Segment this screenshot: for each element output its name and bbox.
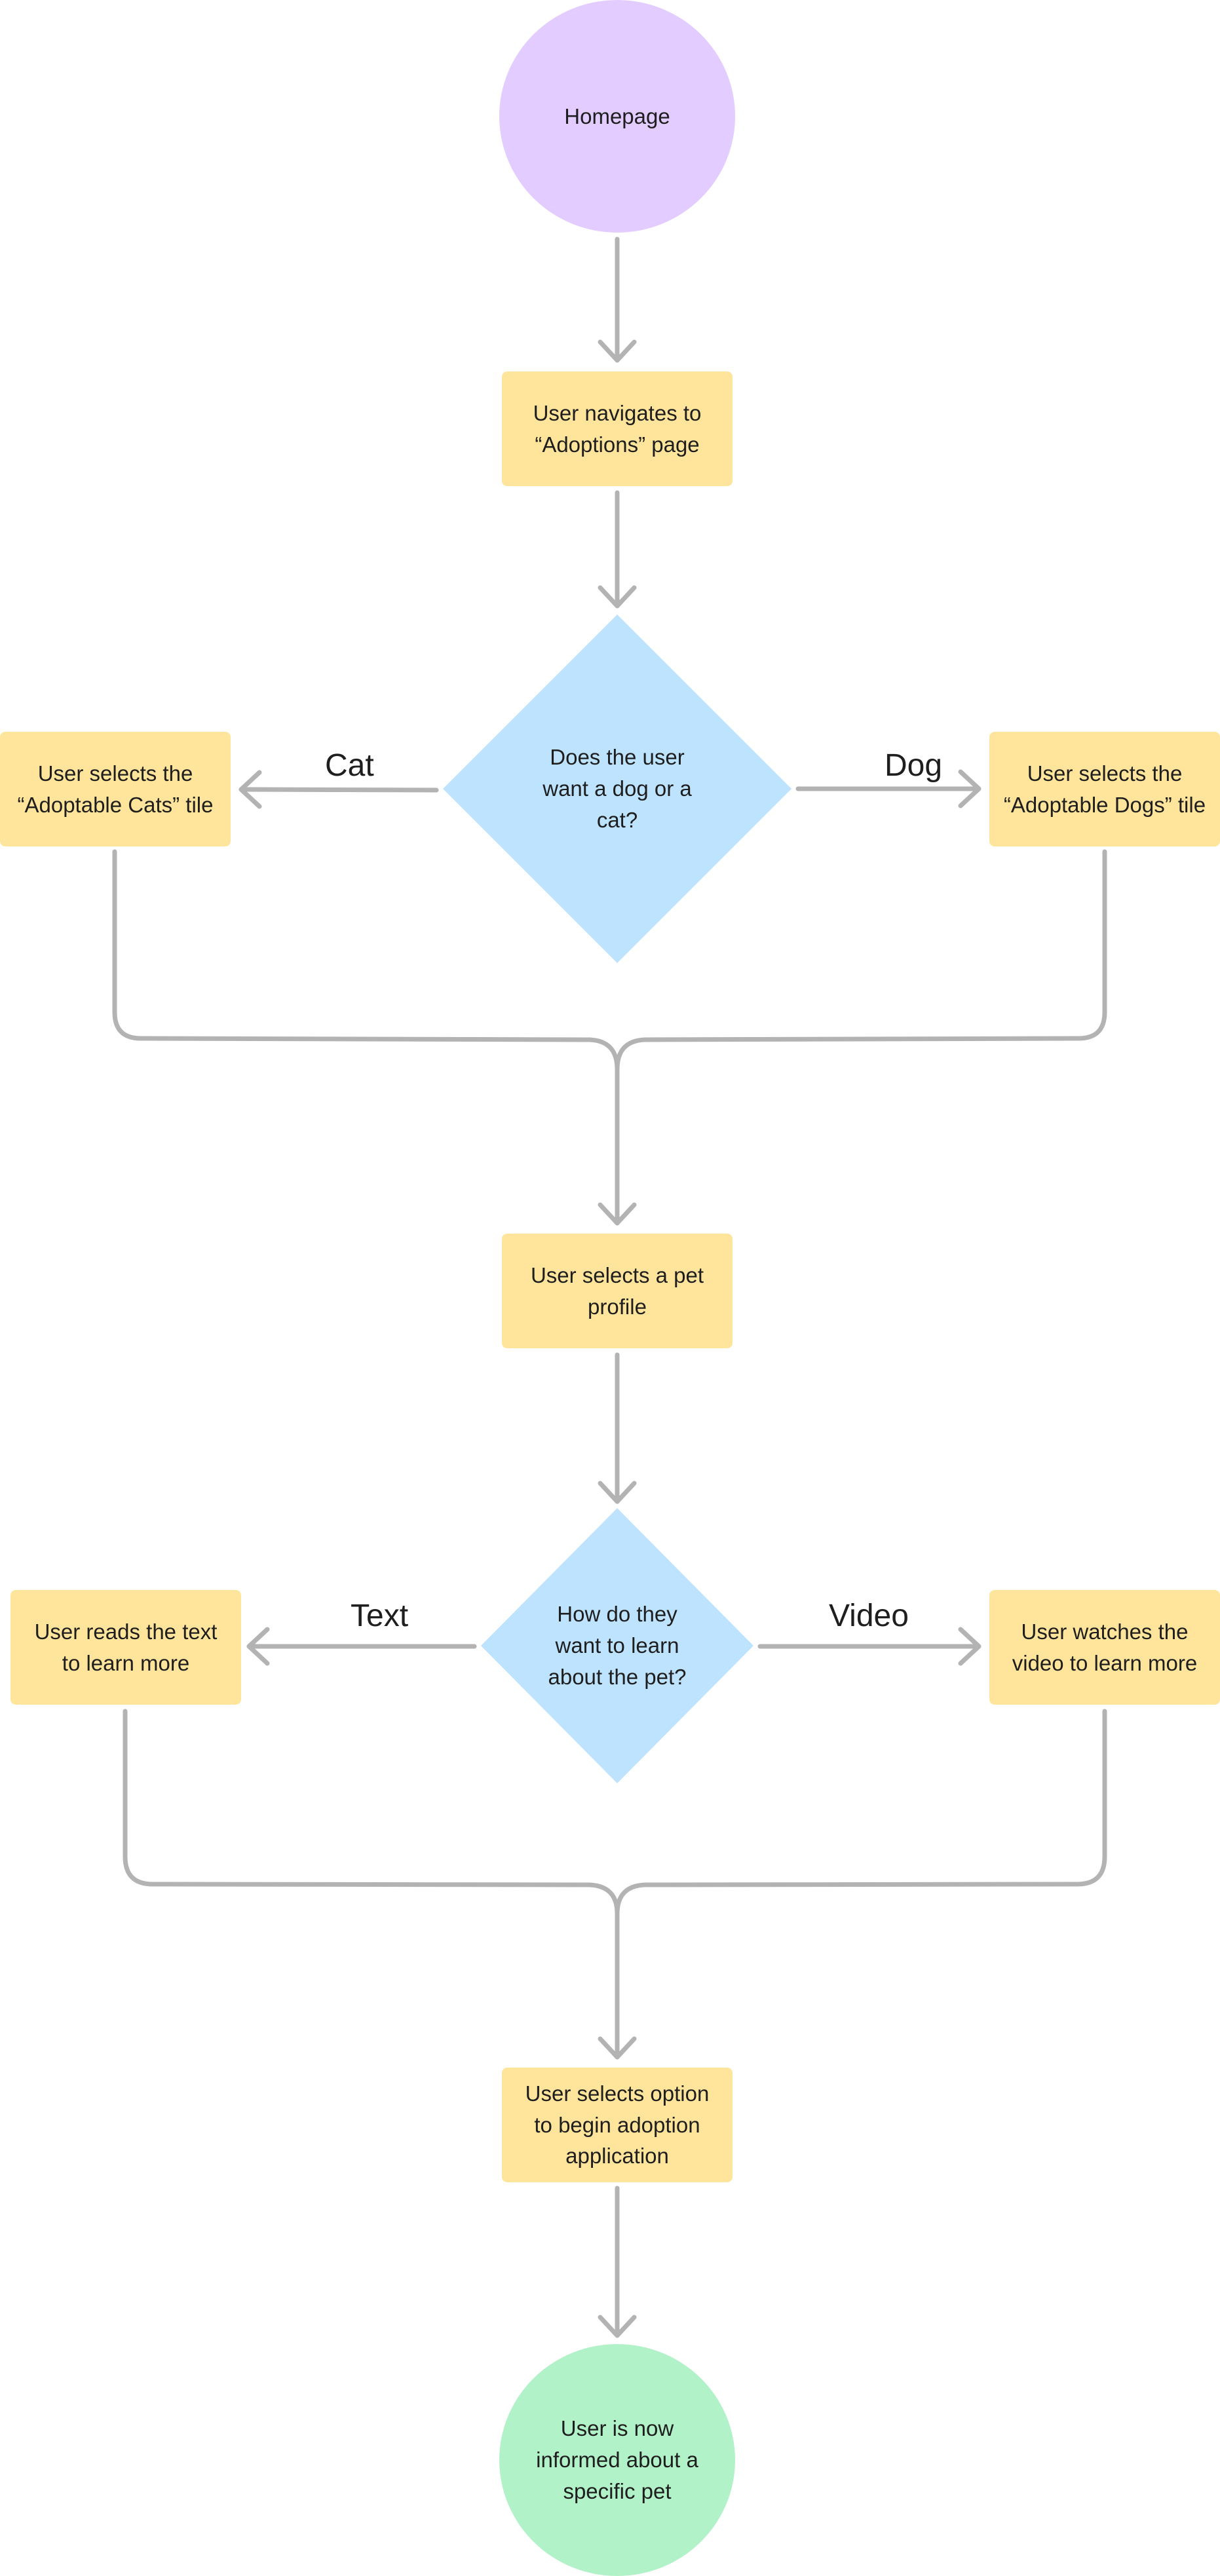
arrow-merge-to-profile xyxy=(598,1067,637,1226)
decision-species-diamond xyxy=(443,615,791,963)
arrow-decision-to-video xyxy=(757,1627,982,1666)
edge-label-video: Video xyxy=(829,1599,909,1633)
select-dogs-node: User selects the “Adoptable Dogs” tile xyxy=(989,732,1220,846)
arrow-decision-to-text xyxy=(246,1627,477,1666)
navigate-adoptions-node: User navigates to “Adoptions” page xyxy=(502,371,733,486)
begin-application-node: User selects option to begin adoption ap… xyxy=(502,2068,733,2182)
merge-cats-branch xyxy=(112,849,620,1072)
arrow-application-to-end xyxy=(598,2186,637,2338)
watch-video-node: User watches the video to learn more xyxy=(989,1590,1220,1705)
edge-label-text: Text xyxy=(351,1599,409,1633)
arrow-homepage-to-navigate xyxy=(598,237,637,363)
merge-text-branch xyxy=(123,1709,620,1916)
edge-label-dog: Dog xyxy=(885,748,943,783)
arrow-merge-to-application xyxy=(598,1911,637,2060)
arrow-decision-to-cats xyxy=(238,770,439,809)
decision-species-label: Does the user want a dog or a cat? xyxy=(543,745,692,832)
arrow-decision-to-dogs xyxy=(795,769,982,808)
arrow-navigate-to-decision xyxy=(598,490,637,609)
decision-format-diamond xyxy=(481,1508,753,1783)
edge-label-cat: Cat xyxy=(325,748,374,783)
select-profile-node: User selects a pet profile xyxy=(502,1234,733,1348)
decision-format-label: How do they want to learn about the pet? xyxy=(548,1602,687,1689)
merge-video-branch xyxy=(615,1709,1107,1916)
select-cats-node: User selects the “Adoptable Cats” tile xyxy=(0,732,231,846)
merge-dogs-branch xyxy=(615,849,1107,1072)
homepage-start-node: Homepage xyxy=(499,0,735,233)
informed-end-node: User is now informed about a specific pe… xyxy=(499,2344,735,2576)
read-text-node: User reads the text to learn more xyxy=(10,1590,241,1705)
arrow-profile-to-decision xyxy=(598,1352,637,1504)
